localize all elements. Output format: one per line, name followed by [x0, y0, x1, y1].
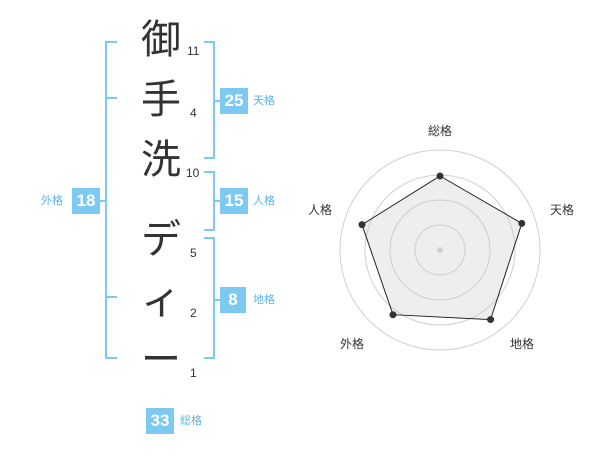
radar-axis-label-gaikaku: 外格 [340, 337, 365, 351]
radar-point-4 [389, 311, 397, 319]
name-char-3: 洗 [141, 137, 181, 183]
radar-point-1 [436, 172, 444, 180]
jinkaku-label: 人格 [253, 194, 275, 207]
soukaku-badge: 33 [146, 408, 174, 434]
name-char-6: ー [141, 337, 181, 383]
stroke-count-1: 11 [187, 44, 200, 58]
stroke-count-2: 4 [190, 106, 197, 120]
stroke-count-4: 5 [190, 246, 197, 260]
radar-center-point [437, 247, 443, 253]
name-char-4: デ [141, 217, 181, 263]
radar-point-2 [518, 219, 526, 227]
radar-point-5 [358, 221, 366, 229]
name-char-1: 御 [141, 17, 181, 63]
soukaku-label: 総格 [180, 414, 202, 427]
radar-ring-2 [389, 199, 491, 301]
tenkaku-label: 天格 [253, 94, 275, 107]
gaikaku-badge: 18 [72, 188, 100, 214]
radar-point-3 [487, 316, 495, 324]
radar-axis-label-chikaku: 地格 [510, 337, 535, 351]
stroke-count-3: 10 [186, 166, 200, 180]
name-char-5: ィ [141, 277, 181, 323]
jinkaku-badge: 15 [220, 188, 248, 214]
stroke-count-6: 1 [190, 366, 197, 380]
radar-axis-label-jinkaku: 人格 [308, 203, 333, 217]
gaikaku-label: 外格 [41, 194, 63, 207]
stroke-count-5: 2 [190, 306, 197, 320]
radar-axis-label-soukaku: 総格 [428, 124, 453, 138]
name-char-2: 手 [141, 77, 181, 123]
chikaku-bracket [204, 237, 215, 359]
radar-ring-1 [414, 224, 466, 276]
radar-ring-4 [339, 149, 541, 351]
tenkaku-badge: 25 [220, 88, 248, 114]
radar-axis-label-tenkaku: 天格 [550, 203, 575, 217]
chikaku-badge: 8 [220, 287, 246, 313]
chikaku-label: 地格 [253, 293, 275, 306]
